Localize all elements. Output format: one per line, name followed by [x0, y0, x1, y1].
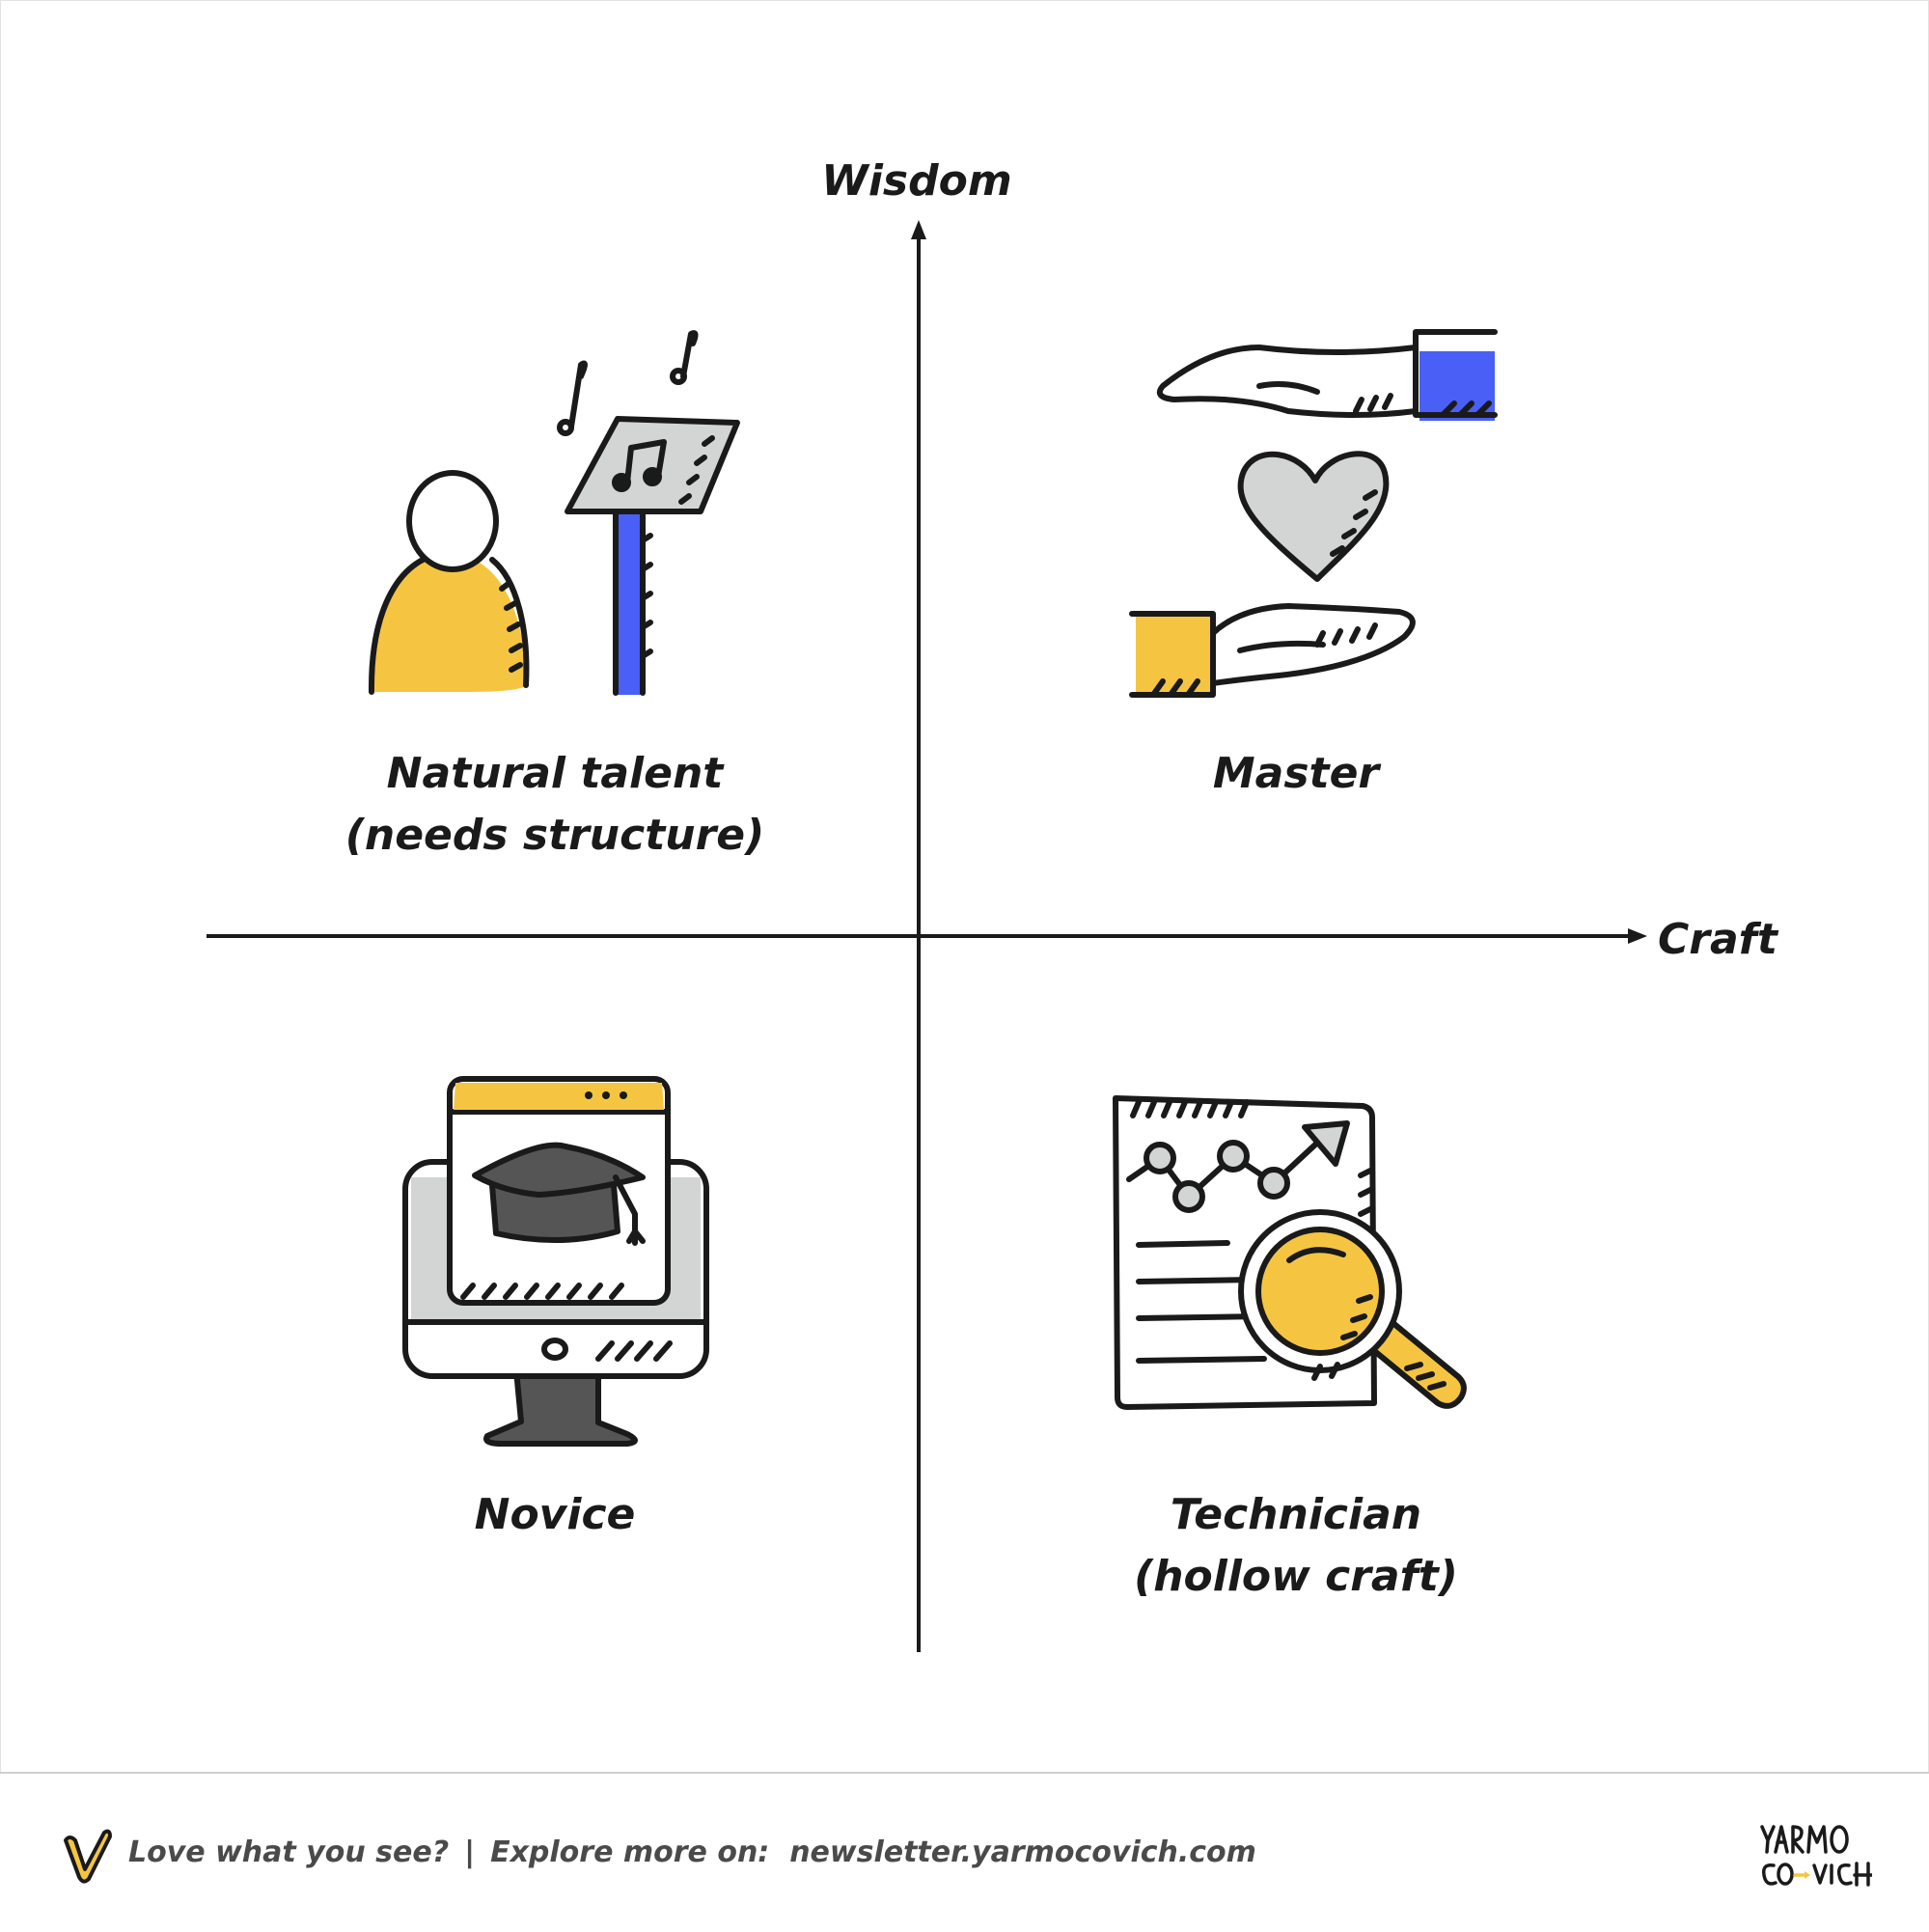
footer-tagline: Love what you see?: [128, 1835, 449, 1869]
monitor-graduation-cap-icon: [396, 1069, 714, 1455]
quadrant-label-natural-talent: Natural talent (needs structure): [217, 743, 893, 867]
report-magnifier-icon: [1100, 1089, 1486, 1436]
quadrant-diagram: Wisdom Craft: [0, 0, 1929, 1771]
yarmocovich-logo: [1756, 1819, 1872, 1896]
y-axis-arrow: [911, 220, 926, 239]
heart-check-icon: [60, 1827, 114, 1885]
footer-url-link[interactable]: newsletter.yarmocovich.com: [789, 1835, 1256, 1869]
y-axis-label: Wisdom: [772, 151, 1061, 212]
x-axis-arrow: [1628, 928, 1647, 944]
footer-separator: |: [464, 1835, 475, 1869]
singer-music-stand-icon: [357, 318, 762, 704]
footer-text: Love what you see? | Explore more on: news…: [128, 1835, 1256, 1869]
x-axis-label: Craft: [1658, 909, 1812, 971]
quadrant-label-novice: Novice: [217, 1484, 893, 1546]
footer-explore-label: Explore more on:: [490, 1835, 769, 1869]
quadrant-label-master: Master: [958, 743, 1634, 805]
hands-giving-heart-icon: [1124, 318, 1510, 704]
quadrant-label-technician: Technician (hollow craft): [958, 1484, 1634, 1608]
